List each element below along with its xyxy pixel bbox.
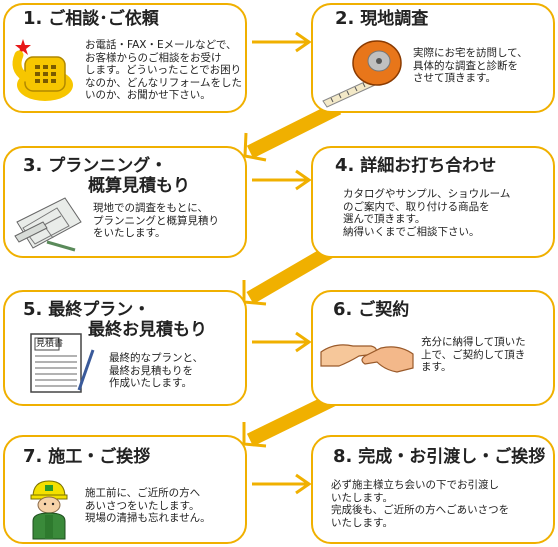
construction-worker-icon [30, 480, 68, 540]
step-7-title: 7. 施工・ご挨拶 [23, 446, 151, 468]
step-8-description: 必ず施主様立ち会いの下でお引渡し いたします。 完成後も、ご近所の方へごあいさつ… [331, 479, 510, 529]
step-4-description: カタログやサンプル、ショウルーム のご案内で、取り付ける商品を 選んで頂きます。… [343, 188, 511, 238]
step-3-title-line2: 概算見積もり [88, 176, 190, 196]
step-6-box: 6. ご契約 充分に納得して頂いた 上で、ご契約して頂き ます。 [311, 290, 555, 406]
arrowhead-2-to-3 [243, 132, 267, 162]
step-4-box: 4. 詳細お打ち合わせ カタログやサンプル、ショウルーム のご案内で、取り付ける… [311, 146, 555, 258]
estimate-document-label: 見積書 [36, 339, 64, 349]
step-1-title: 1. ご相談･ご依頼 [23, 8, 159, 30]
step-2-box: 2. 現地調査 実際にお宅を訪問して、 具体的な調査と診断を させて頂きます。 [311, 3, 555, 113]
step-5-title-line2: 最終お見積もり [88, 320, 207, 340]
step-6-description: 充分に納得して頂いた 上で、ご契約して頂き ます。 [421, 336, 526, 373]
arrow-4-to-5 [246, 241, 340, 305]
step-3-description: 現地での調査をもとに、 プランニングと概算見積り をいたします。 [93, 202, 219, 239]
step-4-title: 4. 詳細お打ち合わせ [335, 155, 497, 177]
step-1-box: 1. ご相談･ご依頼 お電話・FAX・Eメールなどで、 お客様からのご相談をお受… [3, 3, 247, 113]
step-5-description: 最終的なプランと、 最終お見積もりを 作成いたします。 [109, 352, 204, 389]
arrowhead-1-to-2 [295, 31, 312, 53]
step-2-description: 実際にお宅を訪問して、 具体的な調査と診断を させて頂きます。 [413, 47, 528, 84]
blueprint-icon [14, 197, 82, 252]
step-3-title: 3. プランニング・ [23, 155, 168, 177]
arrowhead-5-to-6 [295, 331, 312, 353]
step-8-box: 8. 完成・お引渡し・ご挨拶 必ず施主様立ち会いの下でお引渡し いたします。 完… [311, 435, 555, 544]
step-2-title: 2. 現地調査 [335, 8, 429, 30]
step-5-box: 5. 最終プラン・ 最終お見積もり 見積書 最終的なプランと、 最終お見積もりを… [3, 290, 247, 406]
step-1-description: お電話・FAX・Eメールなどで、 お客様からのご相談をお受け します。どういった… [85, 39, 242, 101]
step-8-title: 8. 完成・お引渡し・ご挨拶 [333, 446, 546, 468]
estimate-document-icon [30, 333, 95, 393]
arrowhead-3-to-4 [295, 169, 312, 191]
step-7-description: 施工前に、ご近所の方へ あいさつをいたします。 現場の清掃も忘れません。 [85, 487, 211, 524]
arrow-2-to-3 [246, 101, 342, 159]
handshake-icon [320, 344, 414, 373]
tape-measure-icon [322, 40, 402, 108]
arrowhead-7-to-8 [295, 473, 312, 495]
step-6-title: 6. ご契約 [333, 299, 410, 321]
step-7-box: 7. 施工・ご挨拶 施工前に、ご近所の方へ あいさつをいたします。 現場の清掃も… [3, 435, 247, 544]
arrow-6-to-7 [246, 391, 340, 447]
step-5-title: 5. 最終プラン・ [23, 299, 151, 321]
step-3-box: 3. プランニング・ 概算見積もり 現地での調査をもとに、 プランニングと概算見… [3, 146, 247, 258]
telephone-icon [12, 39, 73, 101]
